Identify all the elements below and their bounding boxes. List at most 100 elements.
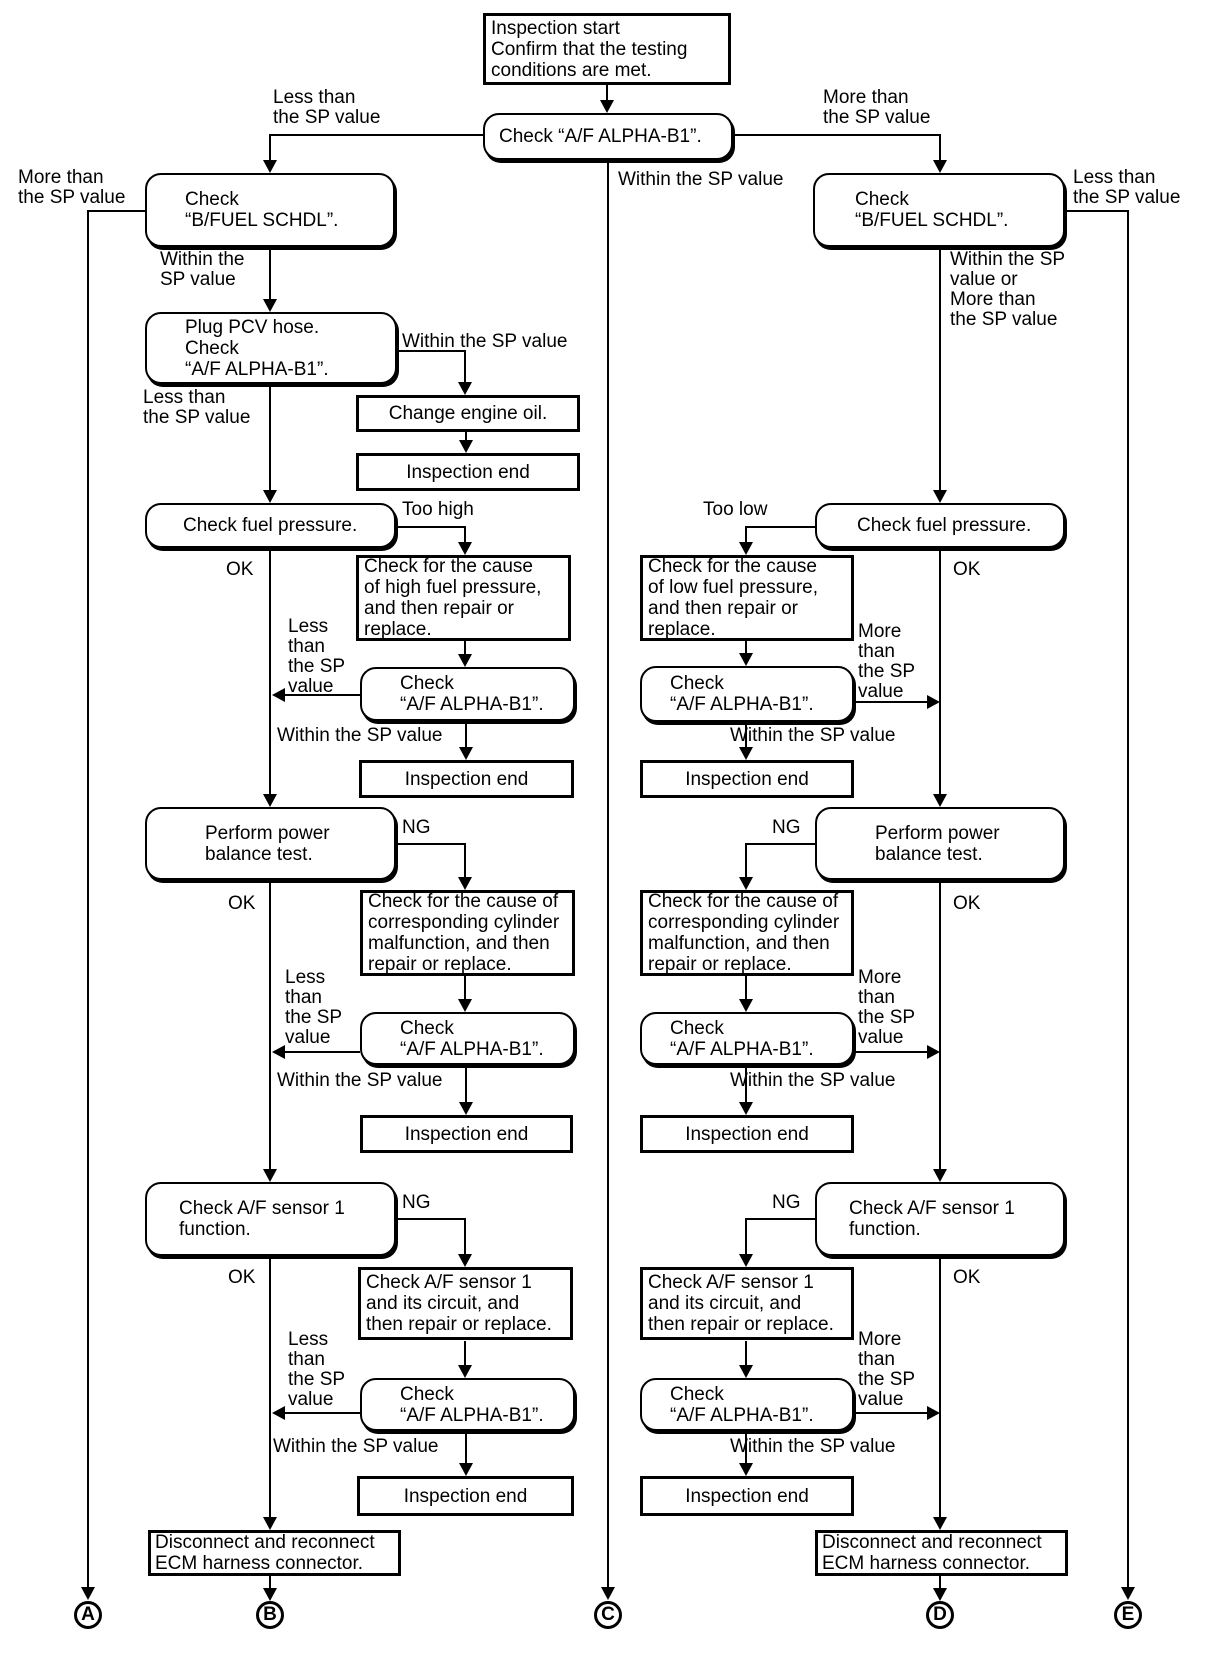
node-inspection-end: Inspection end xyxy=(359,760,574,798)
edge-label-less-than-sp: Less than the SP value xyxy=(143,387,251,428)
node-check-af-small-left-1: Check “A/F ALPHA-B1”. xyxy=(360,667,575,721)
arrow-down xyxy=(739,747,753,760)
arrow-right xyxy=(927,1406,940,1420)
arrow-down xyxy=(458,999,472,1012)
arrow-down xyxy=(933,490,947,503)
edge-label-ok: OK xyxy=(953,893,981,914)
arrow-down xyxy=(458,1254,472,1267)
flow-line xyxy=(464,843,466,879)
flow-line xyxy=(745,1341,747,1367)
arrow-down xyxy=(739,999,753,1012)
arrow-down xyxy=(263,794,277,807)
edge-label-ng: NG xyxy=(772,1192,801,1213)
flow-line-column-e xyxy=(1127,210,1129,1588)
edge-label-more-than-sp: More than the SP value xyxy=(18,167,126,208)
edge-label-ng: NG xyxy=(402,817,431,838)
flow-line xyxy=(269,1576,271,1590)
node-power-balance-right: Perform power balance test. xyxy=(815,807,1065,880)
flow-line xyxy=(88,210,145,212)
flow-line xyxy=(396,526,466,528)
arrow-right xyxy=(927,695,940,709)
arrow-down xyxy=(739,1463,753,1476)
edge-label-less-4line: Less than the SP value xyxy=(288,616,346,697)
edge-label-within-sp: Within the SP value xyxy=(730,1436,896,1457)
flow-line xyxy=(745,843,747,879)
edge-label-ok: OK xyxy=(228,1267,256,1288)
flow-line xyxy=(746,1218,815,1220)
arrow-down xyxy=(933,1588,947,1601)
edge-label-within-sp: Within the SP value xyxy=(730,1070,896,1091)
flow-line xyxy=(1065,210,1128,212)
edge-label-too-high: Too high xyxy=(402,499,474,520)
node-inspection-end: Inspection end xyxy=(357,1476,574,1516)
node-cause-high-fuel: Check for the cause of high fuel pressur… xyxy=(356,555,571,641)
flow-line xyxy=(465,1431,467,1465)
flow-line xyxy=(285,1412,360,1414)
node-sensor-circuit-right: Check A/F sensor 1 and its circuit, and … xyxy=(640,1267,854,1340)
edge-label-ok: OK xyxy=(953,1267,981,1288)
flow-line xyxy=(745,722,747,749)
connector-b: B xyxy=(256,1601,284,1629)
edge-label-ok: OK xyxy=(953,559,981,580)
arrow-down xyxy=(739,877,753,890)
edge-label-ng: NG xyxy=(772,817,801,838)
flow-line xyxy=(939,1576,941,1590)
node-inspection-end: Inspection end xyxy=(640,760,854,798)
flow-line xyxy=(464,641,466,656)
flow-line xyxy=(854,701,927,703)
node-check-fuel-pressure-right: Check fuel pressure. xyxy=(815,503,1065,548)
edge-label-within-or-more: Within the SP value or More than the SP … xyxy=(950,249,1066,330)
flow-line xyxy=(269,247,271,302)
node-check-af-small-right-2: Check “A/F ALPHA-B1”. xyxy=(640,1012,854,1065)
flow-line xyxy=(269,880,271,1171)
arrow-down xyxy=(459,1102,473,1115)
arrow-down xyxy=(933,794,947,807)
flow-line xyxy=(733,134,940,136)
edge-label-less-than-sp: Less than the SP value xyxy=(1073,167,1181,208)
flow-line xyxy=(397,350,465,352)
arrow-left xyxy=(272,1045,285,1059)
node-sensor-function-left: Check A/F sensor 1 function. xyxy=(145,1182,396,1256)
edge-label-less-4line: Less than the SP value xyxy=(285,967,343,1048)
flow-line xyxy=(465,1065,467,1104)
arrow-down xyxy=(458,382,472,395)
flow-line xyxy=(746,526,815,528)
edge-label-more-4line: More than the SP value xyxy=(858,621,916,702)
flow-line xyxy=(745,1065,747,1104)
node-check-bfuel-right: Check “B/FUEL SCHDL”. xyxy=(813,173,1065,247)
arrow-down xyxy=(739,1102,753,1115)
flow-line xyxy=(285,1051,360,1053)
flow-line xyxy=(939,1256,941,1519)
flow-line xyxy=(745,1431,747,1465)
arrow-down xyxy=(933,1169,947,1182)
node-inspection-start: Inspection start Confirm that the testin… xyxy=(483,13,731,85)
arrow-down xyxy=(458,542,472,555)
arrow-down xyxy=(459,747,473,760)
flow-line xyxy=(396,843,466,845)
arrow-down xyxy=(459,1463,473,1476)
arrow-down xyxy=(263,1517,277,1530)
connector-d: D xyxy=(926,1601,954,1629)
arrow-down xyxy=(263,1588,277,1601)
flow-line xyxy=(939,134,941,162)
edge-label-less-than-sp: Less than the SP value xyxy=(273,87,381,128)
node-inspection-end: Inspection end xyxy=(360,1115,573,1153)
arrow-down xyxy=(458,877,472,890)
node-cause-low-fuel: Check for the cause of low fuel pressure… xyxy=(640,555,854,641)
flow-line xyxy=(464,976,466,1001)
flow-line xyxy=(465,721,467,749)
flow-line xyxy=(269,134,271,162)
arrow-down xyxy=(739,542,753,555)
node-disconnect-ecm-right: Disconnect and reconnect ECM harness con… xyxy=(815,1530,1068,1576)
edge-label-more-than-sp: More than the SP value xyxy=(823,87,931,128)
node-disconnect-ecm-left: Disconnect and reconnect ECM harness con… xyxy=(148,1530,401,1576)
flow-line xyxy=(464,1341,466,1367)
node-check-af-small-left-2: Check “A/F ALPHA-B1”. xyxy=(360,1012,575,1065)
edge-label-ng: NG xyxy=(402,1192,431,1213)
arrow-right xyxy=(927,1045,940,1059)
arrow-down xyxy=(263,160,277,173)
flow-line xyxy=(606,85,608,101)
node-sensor-circuit-left: Check A/F sensor 1 and its circuit, and … xyxy=(358,1267,573,1340)
node-check-bfuel-left: Check “B/FUEL SCHDL”. xyxy=(145,173,395,247)
